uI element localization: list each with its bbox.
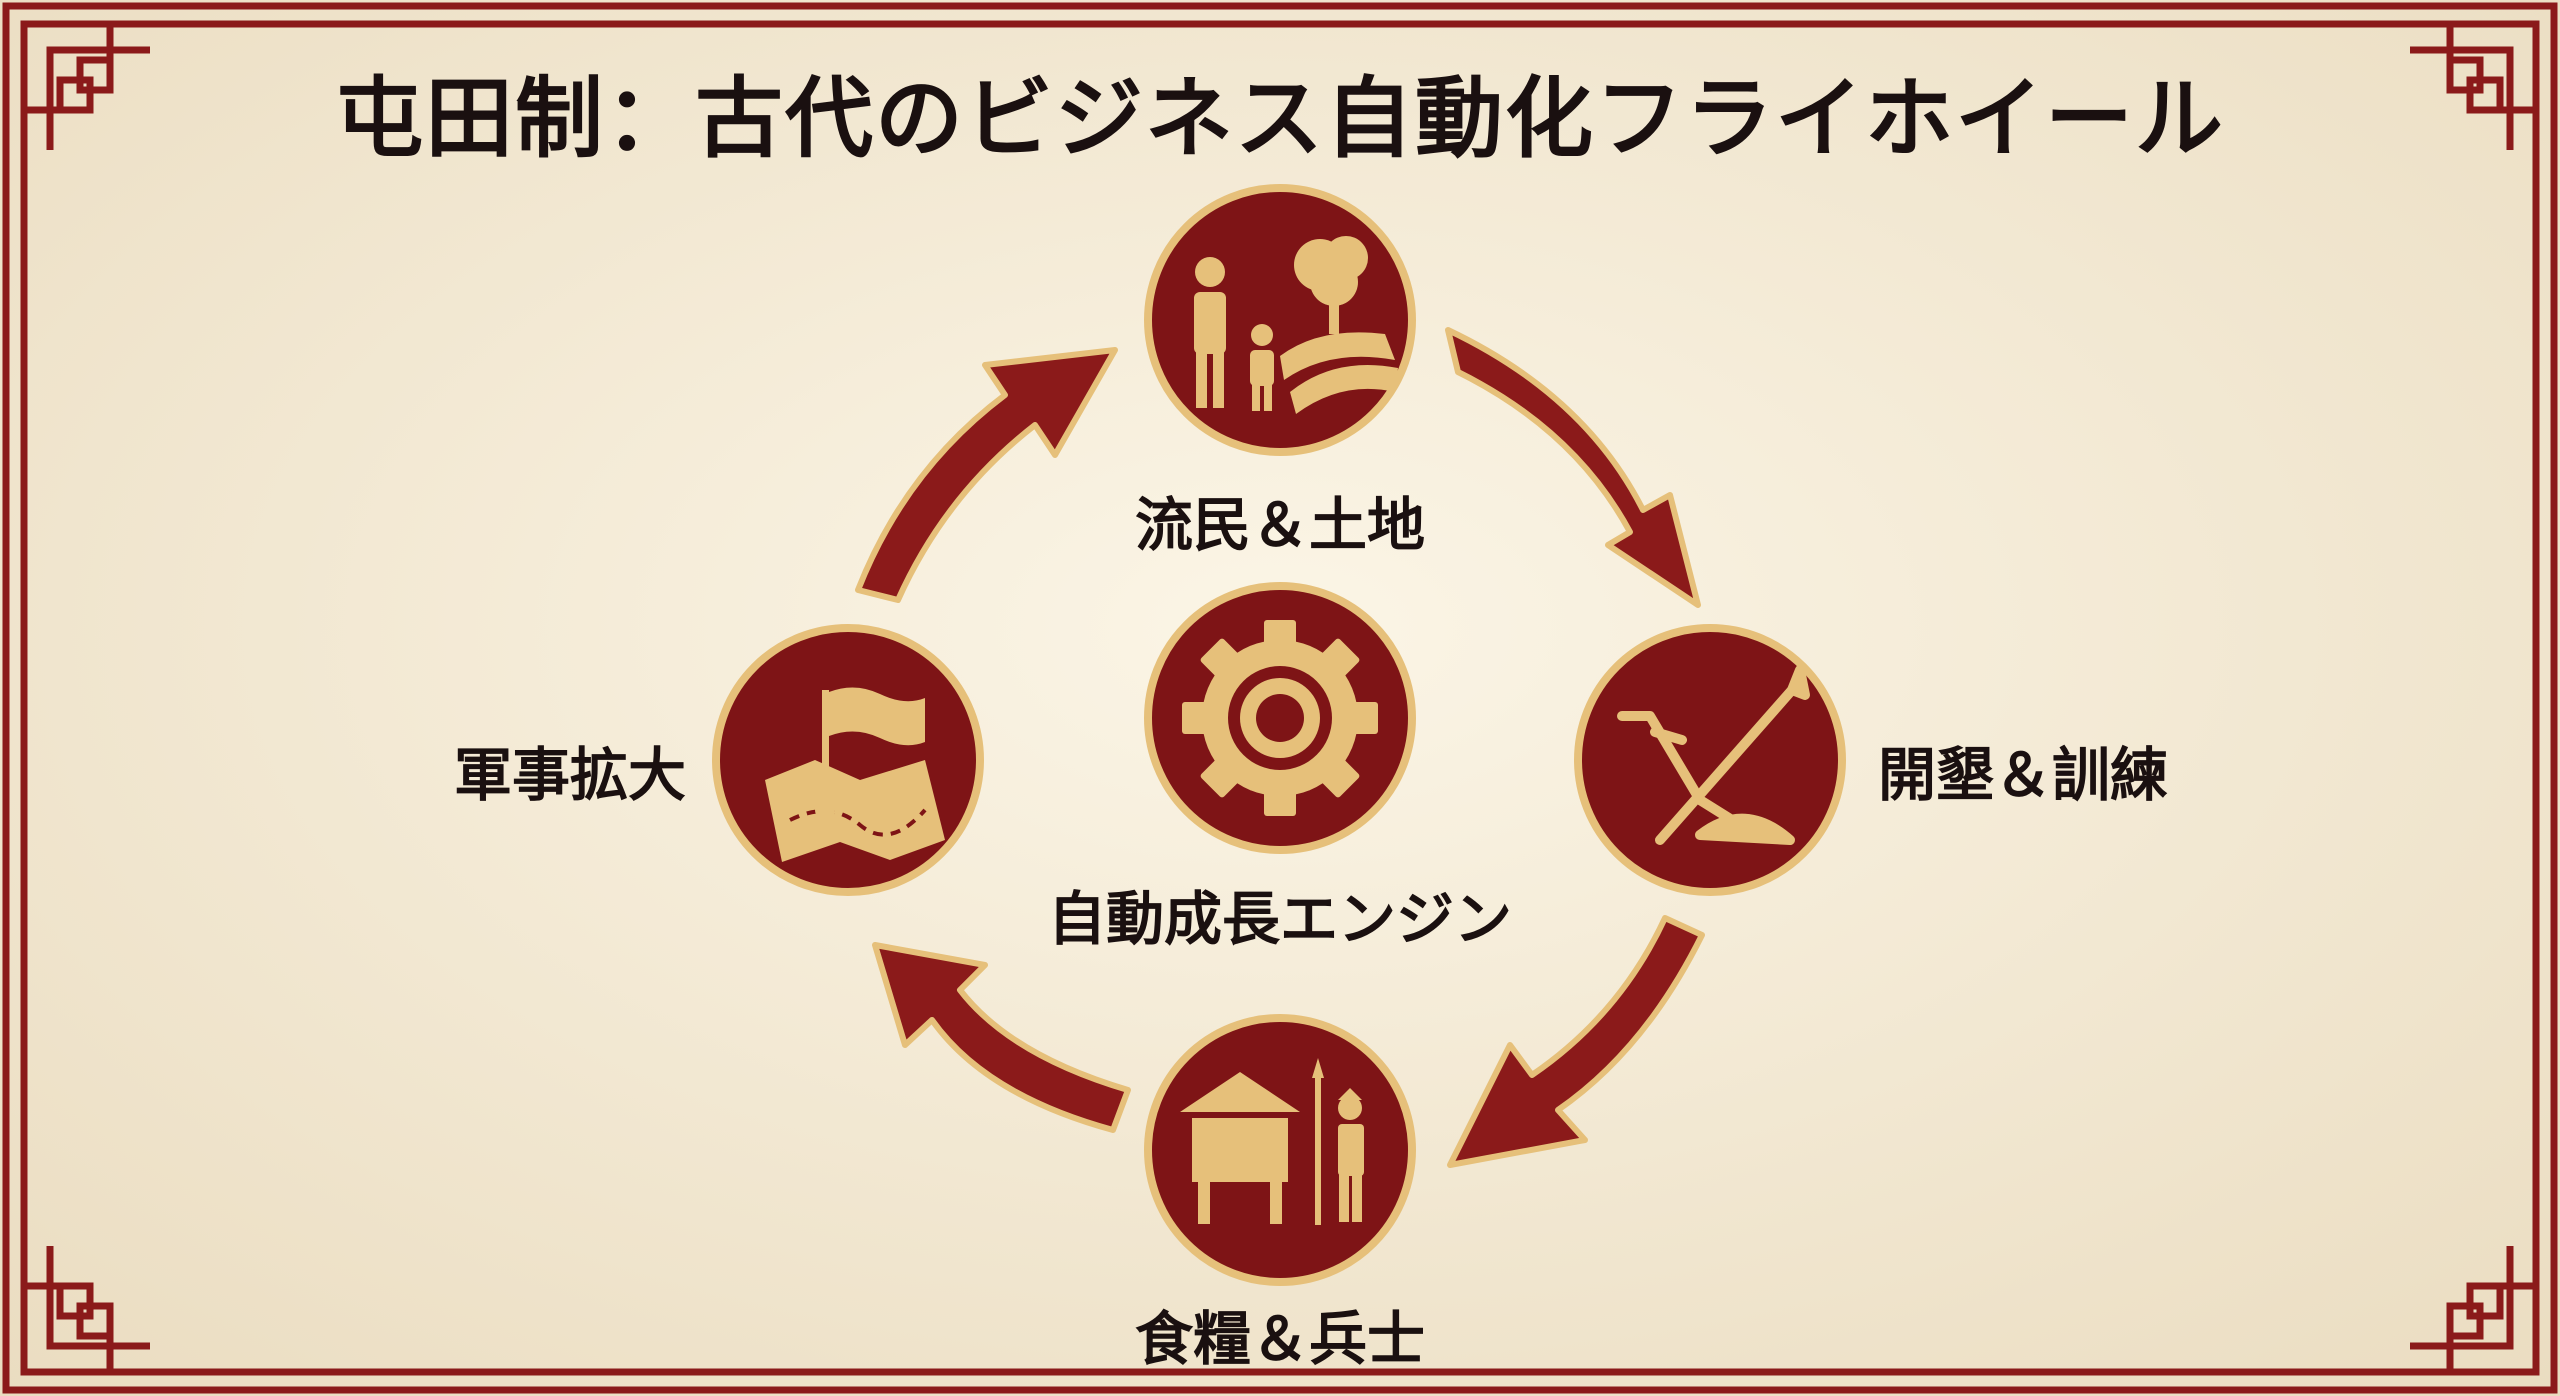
gear-icon [1182,620,1378,816]
label-bottom: 食糧＆兵士 [1134,1305,1425,1373]
family-land-icon [1194,236,1398,414]
arrow-top-right [1445,327,1701,608]
plow-spear-icon [1617,665,1810,845]
cycle-arrows [855,327,1705,1168]
label-right: 開墾＆訓練 [1878,741,2169,809]
label-left: 軍事拡大 [453,741,686,809]
arrow-left-top [855,347,1118,603]
arrow-right-bottom [1447,915,1705,1168]
circle-top [1144,184,1416,456]
label-top: 流民＆土地 [1134,491,1425,559]
granary-soldier-icon [1180,1058,1364,1225]
map-flag-icon [765,687,945,862]
label-center: 自動成長エンジン [1047,885,1512,953]
circle-left [712,624,984,896]
page-title: 屯田制：古代のビジネス自動化フライホイール [334,67,2225,170]
arrow-bottom-left [872,942,1131,1133]
